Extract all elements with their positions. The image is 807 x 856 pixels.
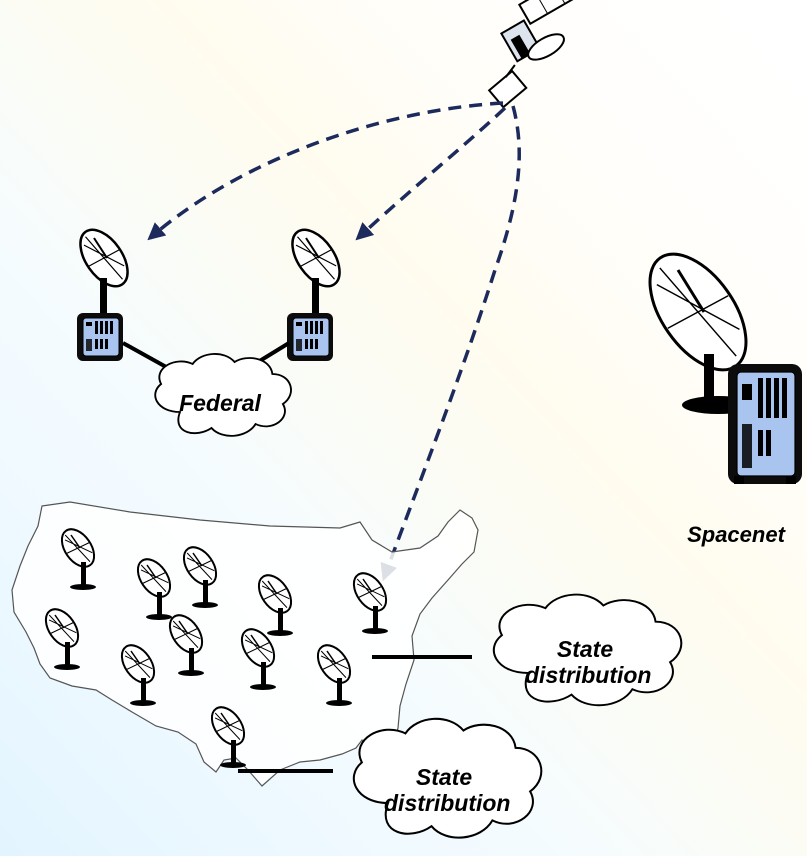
- satellite-links: [147, 101, 521, 582]
- state-distribution-label-2: State distribution: [384, 764, 511, 817]
- federal-site-1: [76, 228, 129, 362]
- network-terminal-icon: [286, 312, 334, 362]
- federal-label: Federal: [179, 390, 261, 416]
- spacenet-hub: [648, 252, 802, 484]
- federal-link-line-2: [256, 341, 291, 364]
- link-to-federal-site-1: [147, 101, 504, 241]
- satellite-icon: [487, 0, 601, 109]
- federal-site-2: [286, 228, 341, 362]
- link-to-state-site: [380, 105, 521, 582]
- network-terminal-icon: [728, 364, 802, 484]
- satellite-dish-icon: [291, 228, 341, 316]
- spacenet-label: Spacenet: [687, 522, 785, 547]
- federal-link-line-1: [122, 341, 169, 370]
- state-distribution-label-1: State distribution: [525, 636, 652, 689]
- link-to-federal-site-2: [355, 106, 507, 241]
- satellite-dish-icon: [79, 228, 129, 316]
- network-terminal-icon: [76, 312, 124, 362]
